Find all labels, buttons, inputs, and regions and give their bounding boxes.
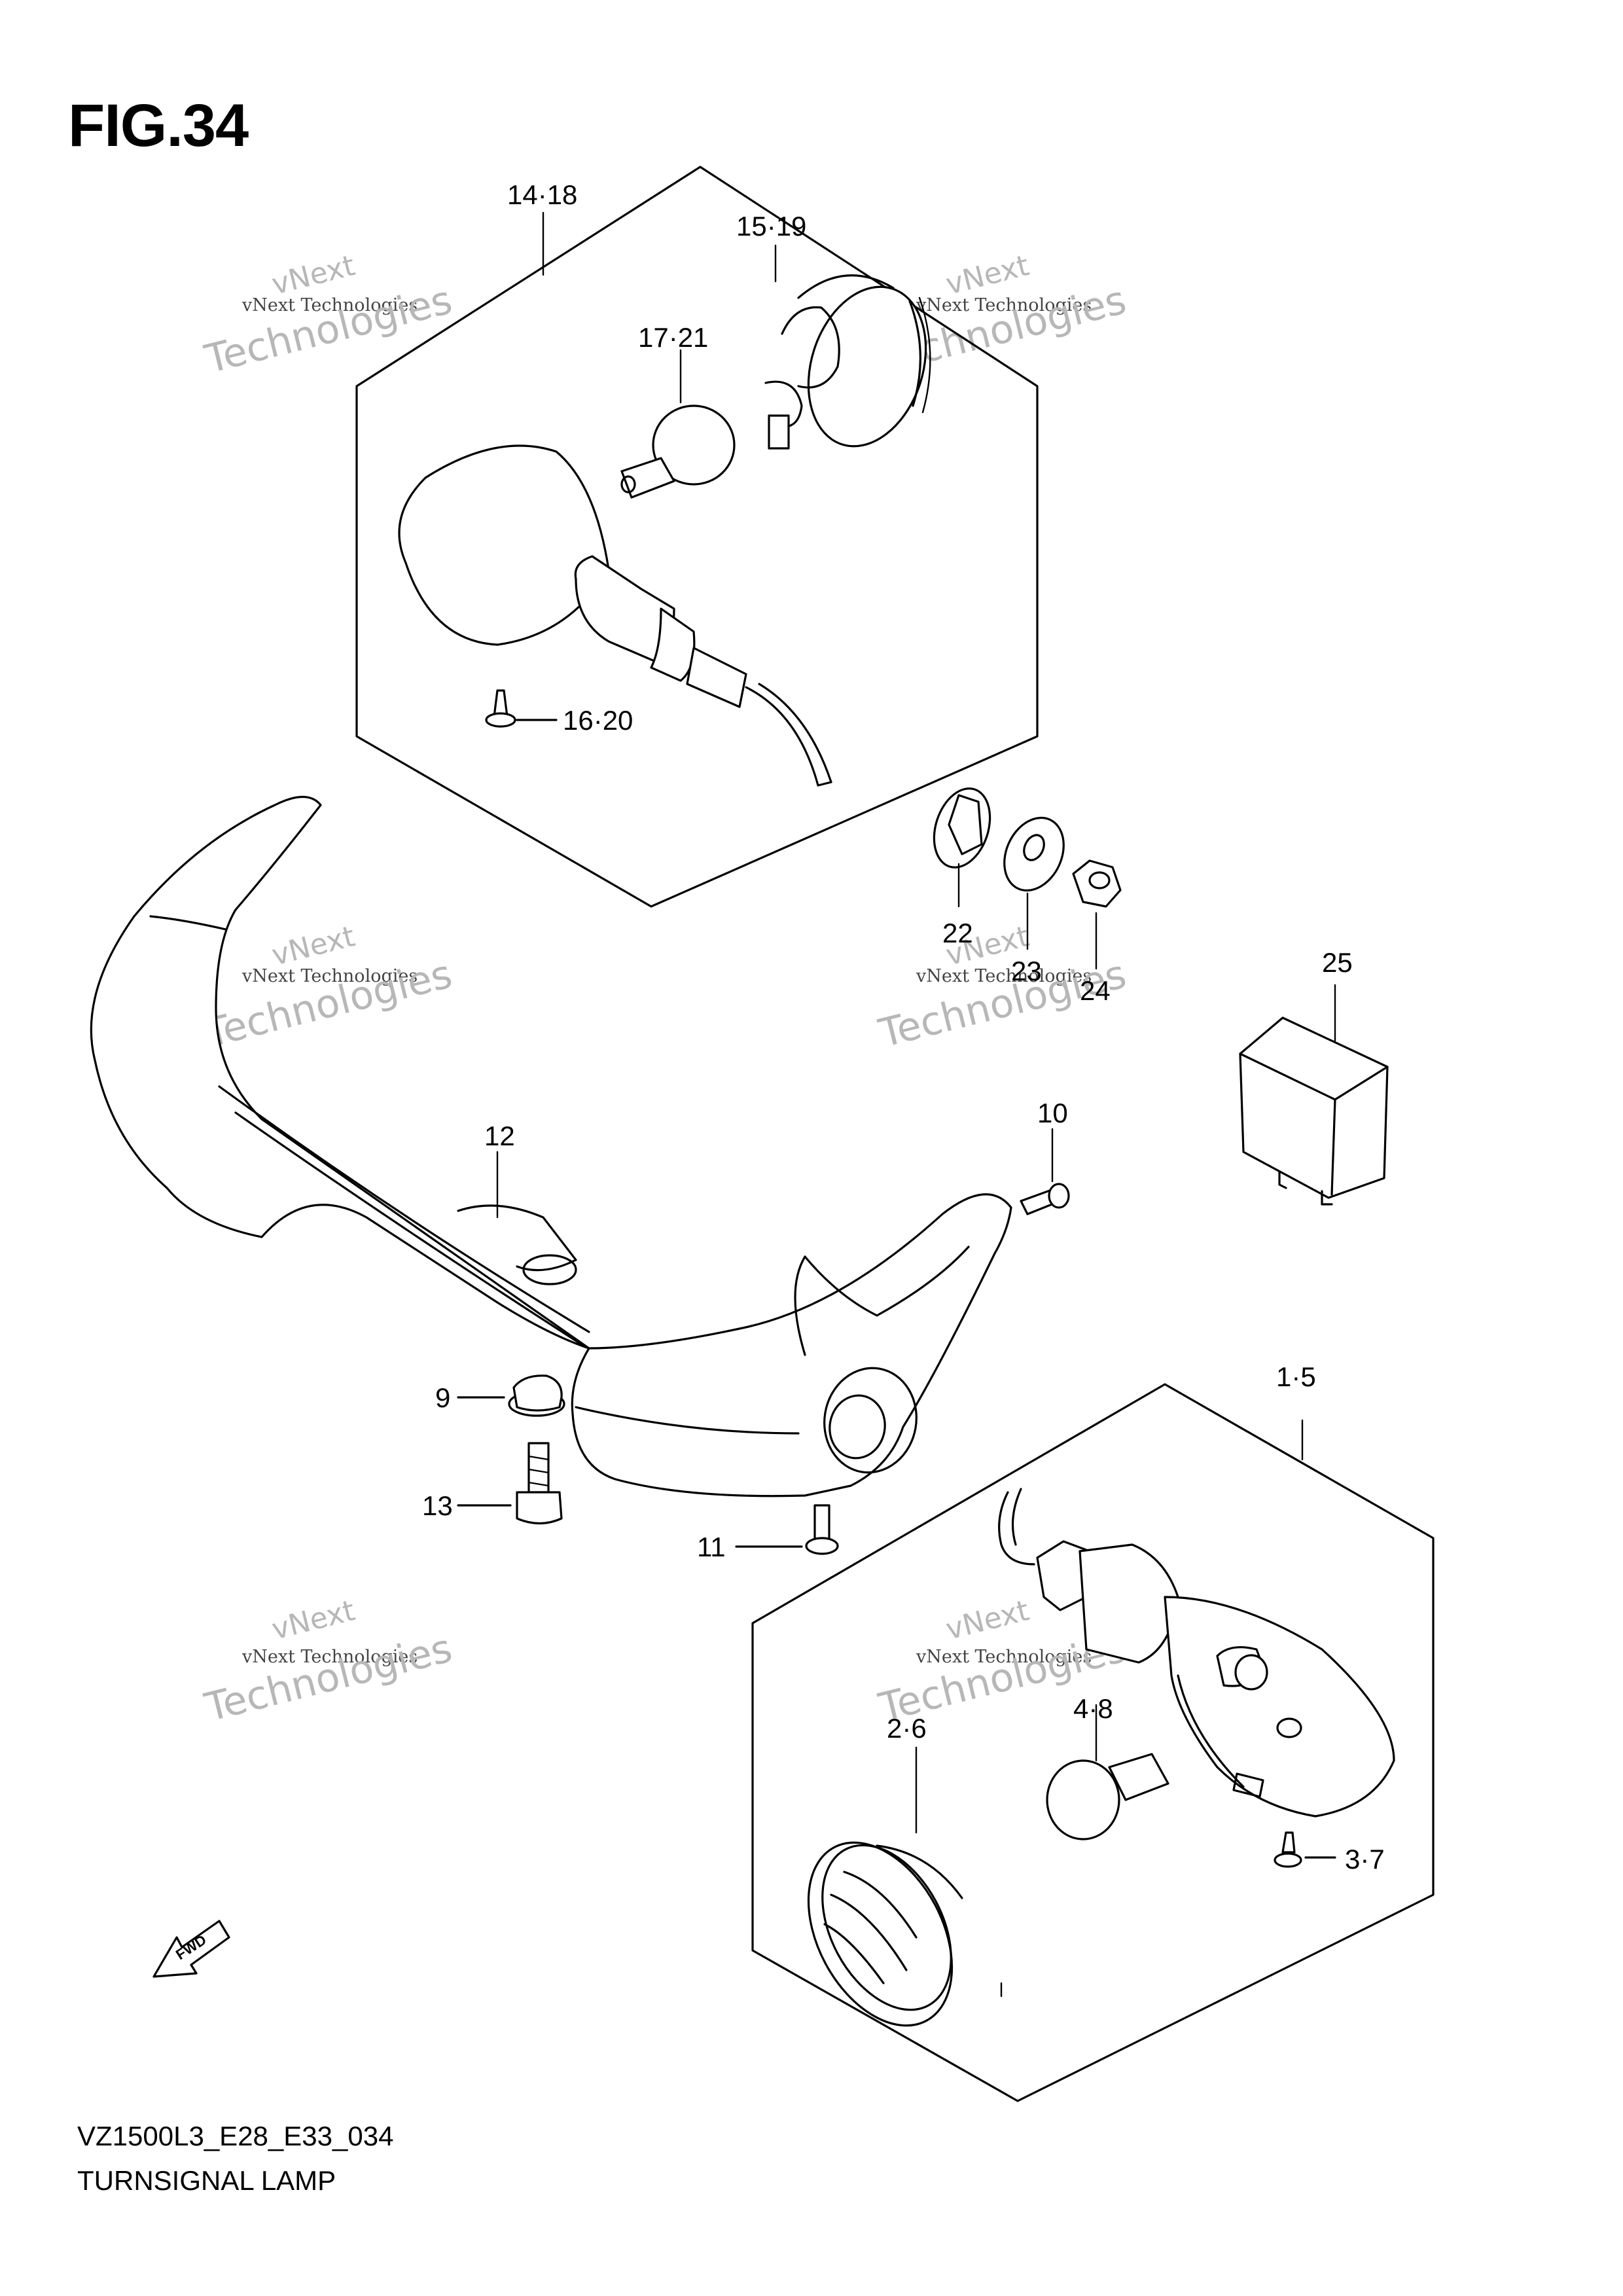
callout-23: 23 [1011, 956, 1042, 986]
svg-text:vNext Technologies: vNext Technologies [916, 1647, 1092, 1667]
section-name: TURNSIGNAL LAMP [77, 2165, 336, 2196]
svg-text:vNext: vNext [268, 920, 358, 973]
fwd-arrow-icon: FWD [152, 1920, 230, 1978]
callout-15-19: 15·19 [736, 211, 806, 242]
callout-10: 10 [1037, 1098, 1068, 1128]
extension-lines [542, 211, 1003, 1998]
callout-3-7: 3·7 [1345, 1844, 1385, 1874]
svg-text:vNext Technologies: vNext Technologies [241, 295, 418, 315]
svg-text:vNext Technologies: vNext Technologies [916, 966, 1092, 986]
svg-text:vNext: vNext [268, 249, 358, 302]
upper-housing-part[interactable] [398, 444, 832, 787]
svg-text:vNext: vNext [942, 249, 1032, 302]
svg-text:vNext Technologies: vNext Technologies [241, 1647, 418, 1667]
callout-4-8: 4·8 [1073, 1693, 1113, 1724]
callout-25: 25 [1322, 947, 1353, 978]
callout-12: 12 [484, 1121, 515, 1151]
callout-9: 9 [435, 1382, 450, 1413]
callout-13: 13 [422, 1490, 453, 1521]
lower-housing-part[interactable] [998, 1419, 1395, 1818]
lower-screw-part[interactable] [1274, 1831, 1336, 1868]
callout-2-6: 2·6 [887, 1713, 927, 1744]
watermark-5: vNext vNext Technologies Technologies [200, 1594, 457, 1731]
svg-text:vNext: vNext [268, 1594, 358, 1647]
lower-bulb-part[interactable] [1046, 1704, 1169, 1840]
washer-part-23[interactable] [993, 808, 1075, 950]
model-code: VZ1500L3_E28_E33_034 [77, 2121, 394, 2151]
svg-text:vNext Technologies: vNext Technologies [241, 966, 418, 986]
callout-22: 22 [942, 918, 973, 948]
rear-lens-part[interactable] [764, 272, 945, 461]
svg-text:Technologies: Technologies [200, 277, 457, 382]
callout-24: 24 [1080, 975, 1111, 1006]
relay-part-25[interactable] [1239, 984, 1389, 1206]
upper-assembly-frame [355, 166, 1039, 908]
svg-text:vNext: vNext [942, 1594, 1032, 1647]
screw-part-10[interactable] [1020, 1128, 1070, 1215]
bolt-part-13[interactable] [457, 1442, 563, 1525]
callout-14-18: 14·18 [507, 179, 577, 210]
bracket-part-12[interactable] [90, 795, 1012, 1498]
upper-bulb-part[interactable] [620, 404, 736, 499]
screw-part-11[interactable] [735, 1504, 839, 1555]
watermark-3: vNext vNext Technologies Technologies [200, 920, 457, 1057]
svg-text:Technologies: Technologies [200, 1625, 457, 1731]
callout-1-5: 1·5 [1276, 1361, 1316, 1392]
callout-11: 11 [697, 1532, 726, 1562]
figure-title: FIG.34 [68, 92, 249, 159]
callout-17-21: 17·21 [638, 322, 708, 353]
callout-labels: 14·18 15·19 17·21 16·20 22 23 24 25 12 1… [422, 179, 1385, 1874]
washer-part-22[interactable] [925, 781, 999, 908]
watermark-1: vNext vNext Technologies Technologies [200, 249, 457, 383]
lower-assembly-frame [751, 1383, 1435, 2102]
grommet-part-9[interactable] [457, 1374, 565, 1417]
svg-text:vNext Technologies: vNext Technologies [916, 295, 1092, 315]
callout-16-20: 16·20 [563, 705, 633, 736]
nut-part-24[interactable] [1072, 859, 1122, 970]
lower-lens-part[interactable] [779, 1746, 982, 2050]
upper-screw-part[interactable] [485, 689, 558, 728]
